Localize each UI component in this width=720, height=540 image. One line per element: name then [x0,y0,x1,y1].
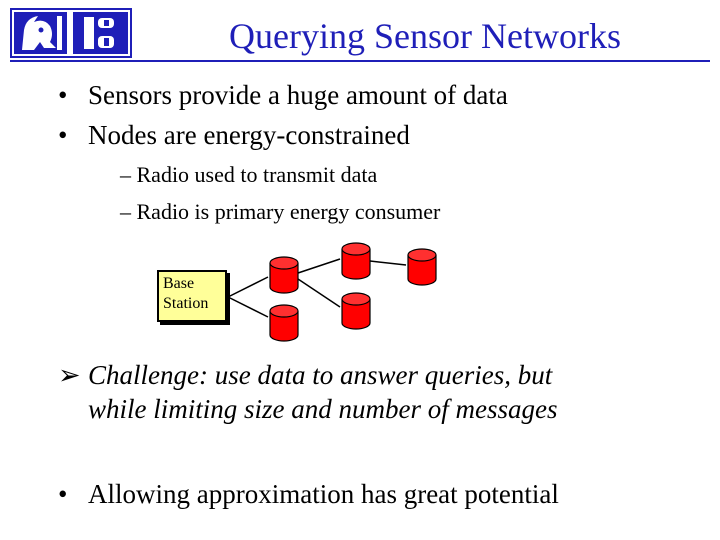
blue-devil-logo-icon [10,8,132,58]
sub-bullet-item: – Radio used to transmit data [120,160,377,190]
bullet-marker: • [58,120,68,150]
sensor-node-icon [269,304,299,342]
network-link [297,278,341,308]
bullet-item: • Allowing approximation has great potent… [58,477,559,511]
sub-bullet-item: – Radio is primary energy consumer [120,197,440,227]
dash-marker: – [120,162,137,187]
challenge-line2: while limiting size and number of messag… [88,394,558,424]
bullet-item: • Sensors provide a huge amount of data [58,78,508,112]
sensor-network-diagram [227,242,437,342]
page-title: Querying Sensor Networks [229,16,621,56]
bullet-text: Nodes are energy-constrained [88,120,410,150]
sub-bullet-text: Radio used to transmit data [136,162,378,187]
base-station-label-line2: Station [163,295,209,312]
sensor-node-icon [341,242,371,280]
bullet-text: Sensors provide a huge amount of data [88,80,508,110]
sensor-node-icon [269,256,299,294]
dash-marker: – [120,199,137,224]
network-link [297,258,341,274]
network-link [227,276,269,298]
arrow-bullet-icon: ➢ [58,360,81,390]
base-station-label-line1: Base [163,275,195,292]
bullet-marker: • [58,80,68,110]
sub-bullet-text: Radio is primary energy consumer [136,199,441,224]
sensor-node-icon [407,248,437,286]
bullet-text: Allowing approximation has great potenti… [88,479,559,509]
title-divider [10,60,710,62]
challenge-bullet: ➢Challenge: use data to answer queries, … [58,358,557,426]
base-station-box: Base Station [157,270,227,322]
challenge-line1: Challenge: use data to answer queries, b… [88,360,553,390]
bullet-marker: • [58,479,68,509]
bullet-item: • Nodes are energy-constrained [58,118,410,152]
sensor-node-icon [341,292,371,330]
network-link [369,260,407,266]
network-link [227,296,269,318]
